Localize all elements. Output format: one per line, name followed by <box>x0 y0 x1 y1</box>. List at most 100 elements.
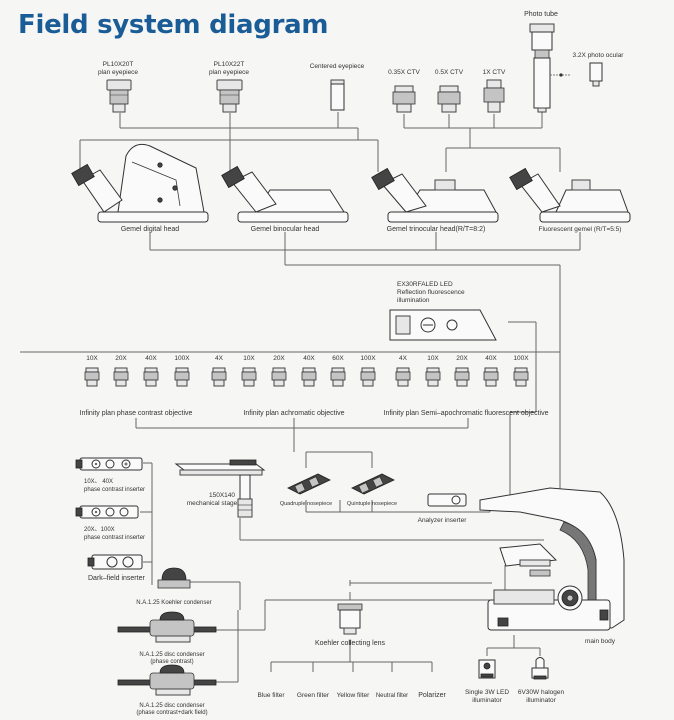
koehler-condenser: N.A.1.25 Koehler condenser <box>136 567 212 606</box>
koehler-collecting-lens: Koehler collecting lens <box>315 603 386 647</box>
objective-achro-4-label: 40X <box>303 355 315 362</box>
phase-objective-label: Infinity plan phase contrast objective <box>80 410 193 417</box>
ctv-035x-label: 0.35X CTV <box>388 69 420 76</box>
led-illuminator: Single 3W LED illuminator <box>465 659 509 704</box>
ex30-label-line3: illumination <box>397 297 430 304</box>
objective-phase-3: 40X <box>143 355 159 387</box>
koehler-collecting-lens-label: Koehler collecting lens <box>315 640 386 647</box>
disc-condenser-darkfield: N.A.1.25 disc condenser (phase contrast+… <box>117 664 217 716</box>
objective-achro-5-label: 60X <box>332 355 344 362</box>
ctv-1x-label: 1X CTV <box>483 69 506 76</box>
disc-condenser-df-sublabel: (phase contrast+dark field) <box>136 710 207 716</box>
filter-yellow: Yellow filter <box>337 692 370 699</box>
connector-lines <box>20 110 581 683</box>
objective-achro-3: 20X <box>271 355 287 387</box>
eyepiece-pl10x22t-label: PL10X22T <box>214 61 245 68</box>
achromatic-objectives: 4X 10X 20X 40X 60X 100X <box>211 355 376 417</box>
semiapo-objective-label: Infinity plan Semi–apochromatic fluoresc… <box>384 410 549 417</box>
objective-semiapo-1: 4X <box>395 355 411 387</box>
led-illuminator-sublabel: illuminator <box>472 697 502 704</box>
photo-ocular: 3.2X photo ocular <box>573 52 625 87</box>
ctv-05x-label: 0.5X CTV <box>435 69 464 76</box>
objective-phase-2-label: 20X <box>115 355 127 362</box>
gemel-trinocular-head-label: Gemel trinocular head(R/T=8:2) <box>387 226 486 233</box>
phase-contrast-objectives: 10X 20X 40X 100X Infinity plan phase con… <box>80 355 193 417</box>
objective-achro-1: 4X <box>211 355 227 387</box>
objective-achro-3-label: 20X <box>273 355 285 362</box>
quadruple-nosepiece: Quadruple nosepiece <box>280 473 332 507</box>
objective-phase-4: 100X <box>174 355 190 387</box>
filter-polarizer: Polarizer <box>418 692 446 699</box>
main-body: main body <box>479 487 625 645</box>
achromatic-objective-label: Infinity plan achromatic objective <box>243 410 344 417</box>
photo-ocular-label: 3.2X photo ocular <box>573 52 625 59</box>
mechanical-stage-sublabel: mechanical stage <box>187 500 238 507</box>
halogen-illuminator: 6V30W halogen illuminator <box>518 657 565 704</box>
main-body-label: main body <box>585 638 616 645</box>
filter-green: Green filter <box>297 692 330 699</box>
ex30-label-line2: Reflection fluorescence <box>397 289 465 296</box>
darkfield-inserter-label: Dark–field inserter <box>88 575 145 582</box>
objective-semiapo-2-label: 10X <box>427 355 439 362</box>
objective-semiapo-4-label: 40X <box>485 355 497 362</box>
ctv-05x: 0.5X CTV <box>435 69 464 113</box>
mechanical-stage: 150X140 mechanical stage <box>174 459 266 518</box>
fluorescent-gemel-head: Fluorescent gemel (R/T=5:5) <box>509 167 631 233</box>
disc-condenser-pc-sublabel: (phase contrast) <box>150 659 193 665</box>
quadruple-nosepiece-label: Quadruple nosepiece <box>280 501 332 507</box>
analyzer-inserter: Analyzer inserter <box>418 493 467 524</box>
disc-condenser-pc-label: N.A.1.25 disc condenser <box>139 652 204 658</box>
quintuple-nosepiece: Quintuple nosepiece <box>347 473 397 507</box>
centered-eyepiece: Centered eyepiece <box>310 63 365 111</box>
disc-condenser-df-label: N.A.1.25 disc condenser <box>139 703 204 709</box>
gemel-digital-head-label: Gemel digital head <box>121 226 179 233</box>
objective-achro-5: 60X <box>330 355 346 387</box>
inserter-10x-40x-label: 10X、 40X <box>84 479 113 485</box>
photo-tube-label: Photo tube <box>524 11 558 18</box>
ex30-fluorescence-illumination: EX30RFALED LED Reflection fluorescence i… <box>389 281 497 341</box>
gemel-binocular-head: Gemel binocular head <box>221 165 349 233</box>
inserter-20x-100x-label: 20X、100X <box>84 527 115 533</box>
gemel-trinocular-head: Gemel trinocular head(R/T=8:2) <box>371 167 499 233</box>
objective-semiapo-3: 20X <box>454 355 470 387</box>
inserter-10x-40x: 10X、 40X phase contrast inserter <box>75 457 145 493</box>
halogen-illuminator-label: 6V30W halogen <box>518 689 565 696</box>
filter-blue: Blue filter <box>257 692 285 699</box>
halogen-illuminator-sublabel: illuminator <box>526 697 556 704</box>
fluorescent-gemel-head-label: Fluorescent gemel (R/T=5:5) <box>539 226 622 233</box>
objective-achro-2-label: 10X <box>243 355 255 362</box>
eyepiece-pl10x22t-sublabel: plan eyepiece <box>209 69 249 76</box>
objective-achro-4: 40X <box>301 355 317 387</box>
objective-semiapo-5-label: 100X <box>513 355 529 362</box>
eyepiece-pl10x20t-label: PL10X20T <box>103 61 134 68</box>
ctv-035x: 0.35X CTV <box>388 69 421 113</box>
semiapo-objectives: 4X 10X 20X 40X 100X Infinity plan Semi–a… <box>384 355 549 417</box>
inserter-10x-40x-sublabel: phase contrast inserter <box>84 487 145 493</box>
objective-semiapo-1-label: 4X <box>399 355 408 362</box>
objective-semiapo-3-label: 20X <box>456 355 468 362</box>
objective-achro-6-label: 100X <box>360 355 376 362</box>
objective-achro-1-label: 4X <box>215 355 224 362</box>
objective-semiapo-5: 100X <box>513 355 529 387</box>
objective-phase-1: 10X <box>84 355 100 387</box>
objective-phase-1-label: 10X <box>86 355 98 362</box>
gemel-digital-head: Gemel digital head <box>71 143 209 233</box>
disc-condenser-phase-contrast: N.A.1.25 disc condenser (phase contrast) <box>117 611 217 665</box>
inserter-20x-100x-sublabel: phase contrast inserter <box>84 535 145 541</box>
objective-phase-4-label: 100X <box>174 355 190 362</box>
objective-semiapo-4: 40X <box>483 355 499 387</box>
darkfield-inserter: Dark–field inserter <box>87 554 145 582</box>
photo-tube: Photo tube <box>524 11 570 113</box>
ctv-1x: 1X CTV <box>483 69 506 113</box>
quintuple-nosepiece-label: Quintuple nosepiece <box>347 501 397 507</box>
objective-phase-3-label: 40X <box>145 355 157 362</box>
mechanical-stage-label: 150X140 <box>209 492 235 499</box>
eyepiece-pl10x20t: PL10X20T plan eyepiece <box>98 61 138 113</box>
led-illuminator-label: Single 3W LED <box>465 689 509 696</box>
page-title: Field system diagram <box>18 10 329 40</box>
inserter-20x-100x: 20X、100X phase contrast inserter <box>75 505 145 541</box>
objective-achro-2: 10X <box>241 355 257 387</box>
objective-phase-2: 20X <box>113 355 129 387</box>
